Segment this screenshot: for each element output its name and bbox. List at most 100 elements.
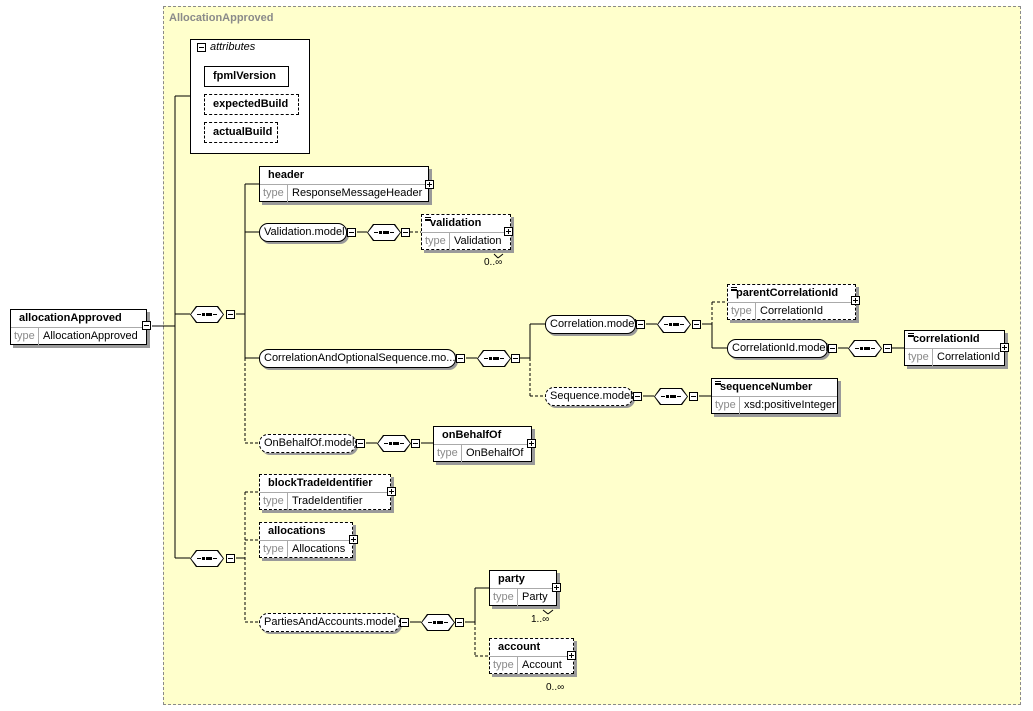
group-correlation-and-optional-sequence[interactable]: CorrelationAndOptionalSequence.mo... xyxy=(259,349,456,368)
sequence-icon xyxy=(664,323,684,326)
element-validation[interactable]: validation type Validation xyxy=(421,214,511,250)
type-label: type xyxy=(260,541,288,558)
collapse-icon[interactable] xyxy=(347,228,356,237)
collapse-icon[interactable] xyxy=(455,618,464,627)
element-name: allocations xyxy=(268,525,326,537)
collapse-icon[interactable] xyxy=(633,392,642,401)
expand-icon[interactable] xyxy=(387,487,396,496)
collapse-icon[interactable] xyxy=(692,320,701,329)
sequence-icon xyxy=(484,357,504,360)
element-name: allocationApproved xyxy=(19,312,122,324)
type-label: type xyxy=(260,493,288,510)
collapse-icon[interactable] xyxy=(411,439,420,448)
element-name: party xyxy=(498,573,525,585)
collapse-icon[interactable] xyxy=(226,554,235,563)
collapse-icon[interactable] xyxy=(828,344,837,353)
sequence-icon xyxy=(855,347,875,350)
attribute-fpmlversion[interactable]: fpmlVersion xyxy=(204,66,289,87)
type-value: Account xyxy=(522,659,562,671)
root-element-allocationapproved[interactable]: allocationApproved type AllocationApprove… xyxy=(10,309,147,345)
element-name: sequenceNumber xyxy=(720,381,813,393)
type-value: xsd:positiveInteger xyxy=(744,399,836,411)
element-onbehalfof[interactable]: onBehalfOf type OnBehalfOf xyxy=(433,426,532,462)
collapse-icon[interactable] xyxy=(401,228,410,237)
collapse-icon[interactable] xyxy=(356,439,365,448)
type-label: type xyxy=(260,185,288,202)
type-value: Validation xyxy=(454,235,502,247)
collapse-icon[interactable] xyxy=(226,310,235,319)
type-label: type xyxy=(11,328,39,345)
attribute-expectedbuild[interactable]: expectedBuild xyxy=(204,94,299,115)
element-name: validation xyxy=(430,217,482,229)
type-value: TradeIdentifier xyxy=(292,495,363,507)
element-name: header xyxy=(268,169,305,181)
sequence-icon xyxy=(374,231,394,234)
type-value: ResponseMessageHeader xyxy=(292,187,423,199)
expand-icon[interactable] xyxy=(527,439,536,448)
element-blocktradeidentifier[interactable]: blockTradeIdentifier type TradeIdentifier xyxy=(259,474,391,510)
expand-icon[interactable] xyxy=(552,583,561,592)
cardinality-label: 1..∞ xyxy=(531,614,550,625)
element-correlationid[interactable]: correlationId type CorrelationId xyxy=(904,330,1005,366)
group-sequence-model[interactable]: Sequence.model xyxy=(545,387,633,406)
type-label: type xyxy=(728,303,756,320)
collapse-icon[interactable] xyxy=(197,43,206,52)
sequence-icon xyxy=(197,557,217,560)
element-header[interactable]: header type ResponseMessageHeader xyxy=(259,166,429,202)
type-value: Allocations xyxy=(292,543,346,555)
expand-icon[interactable] xyxy=(504,227,513,236)
collapse-icon[interactable] xyxy=(142,321,151,330)
type-value: AllocationApproved xyxy=(43,330,138,342)
sequence-icon xyxy=(384,442,404,445)
type-label: type xyxy=(490,589,518,606)
element-name: onBehalfOf xyxy=(442,429,502,441)
type-value: CorrelationId xyxy=(937,351,1000,363)
documentation-icon xyxy=(715,381,721,383)
sequence-icon xyxy=(428,621,448,624)
collapse-icon[interactable] xyxy=(400,618,409,627)
expand-icon[interactable] xyxy=(1000,343,1009,352)
collapse-icon[interactable] xyxy=(636,320,645,329)
element-allocations[interactable]: allocations type Allocations xyxy=(259,522,353,558)
element-name: parentCorrelationId xyxy=(736,287,839,299)
collapse-icon[interactable] xyxy=(689,392,698,401)
cardinality-label: 0..∞ xyxy=(546,682,565,693)
element-name: account xyxy=(498,641,541,653)
type-value: Party xyxy=(522,591,548,603)
group-correlationid-model[interactable]: CorrelationId.model xyxy=(727,339,828,358)
type-label: type xyxy=(422,233,450,250)
element-account[interactable]: account type Account xyxy=(489,638,574,674)
expand-icon[interactable] xyxy=(851,296,860,305)
collapse-icon[interactable] xyxy=(456,354,465,363)
attribute-actualbuild[interactable]: actualBuild xyxy=(204,122,278,143)
group-validation-model[interactable]: Validation.model xyxy=(259,223,347,242)
attributes-header: attributes xyxy=(210,41,256,53)
type-label: type xyxy=(712,397,740,414)
cardinality-label: 0..∞ xyxy=(484,257,503,268)
type-label: type xyxy=(434,445,462,462)
expand-icon[interactable] xyxy=(349,535,358,544)
expand-icon[interactable] xyxy=(425,180,434,189)
type-label: type xyxy=(490,657,518,674)
collapse-icon[interactable] xyxy=(883,344,892,353)
element-name: correlationId xyxy=(913,333,980,345)
element-parentcorrelationid[interactable]: parentCorrelationId type CorrelationId xyxy=(727,284,856,320)
group-partiesandaccounts-model[interactable]: PartiesAndAccounts.model xyxy=(259,613,400,632)
group-correlation-model[interactable]: Correlation.model xyxy=(545,315,637,334)
element-party[interactable]: party type Party xyxy=(489,570,557,606)
collapse-icon[interactable] xyxy=(511,354,520,363)
documentation-icon xyxy=(908,333,914,335)
element-name: blockTradeIdentifier xyxy=(268,477,373,489)
type-value: OnBehalfOf xyxy=(466,447,524,459)
group-onbehalfof-model[interactable]: OnBehalfOf.model xyxy=(259,434,356,453)
sequence-icon xyxy=(197,313,217,316)
frame-title: AllocationApproved xyxy=(169,12,274,24)
type-value: CorrelationId xyxy=(760,305,823,317)
expand-icon[interactable] xyxy=(567,651,576,660)
documentation-icon xyxy=(731,287,737,289)
element-sequencenumber[interactable]: sequenceNumber type xsd:positiveInteger xyxy=(711,378,838,414)
sequence-icon xyxy=(661,395,681,398)
documentation-icon xyxy=(425,217,431,219)
type-label: type xyxy=(905,349,933,366)
